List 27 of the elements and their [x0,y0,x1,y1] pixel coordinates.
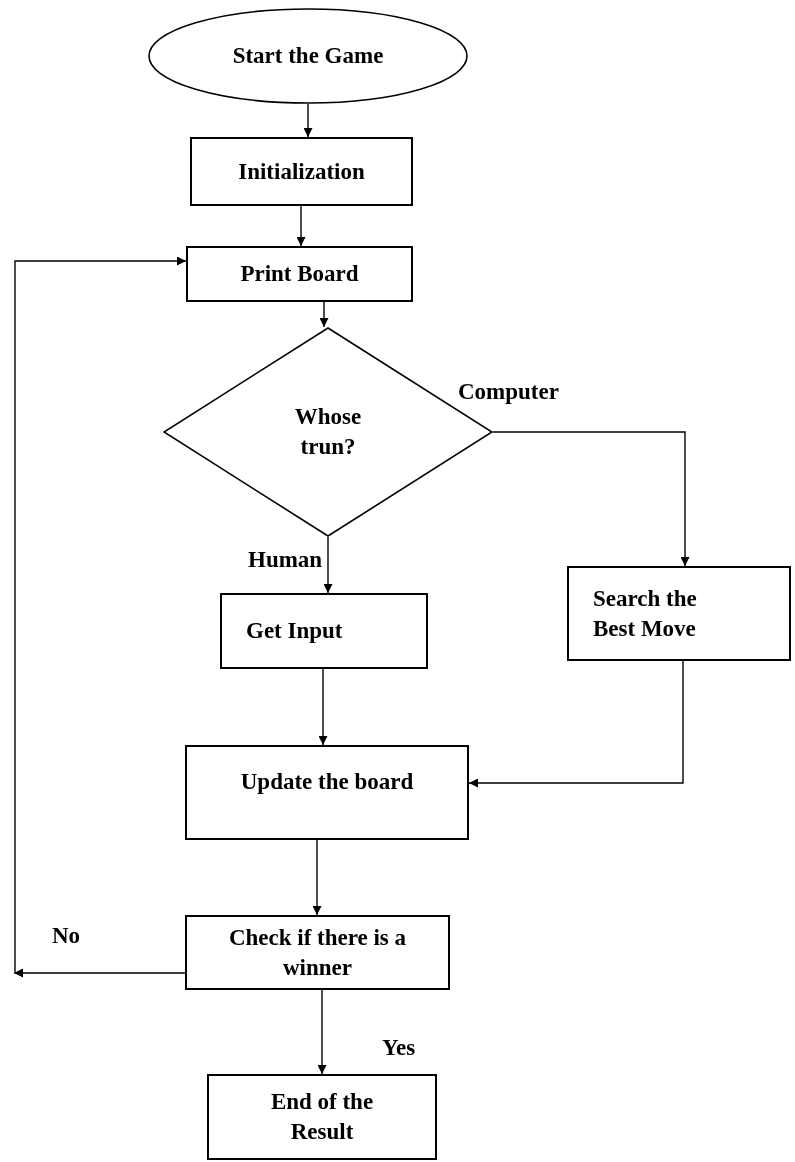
process-box [567,566,791,661]
node-label: End of the Result [269,1088,375,1146]
node-label: Whose trun? [293,403,363,461]
arrow [319,301,329,328]
arrow [317,989,327,1075]
arrow [312,839,322,916]
process-box [207,1074,437,1160]
arrow [14,256,187,974]
node-label: Get Input [246,617,343,646]
node-label: Start the Game [232,42,384,71]
process-box [220,593,428,669]
process-box [185,915,450,990]
process-box [185,745,469,840]
process-box [190,137,413,206]
arrow [318,668,328,746]
node-label: Print Board [240,260,359,289]
node-label: Update the board [240,768,414,796]
arrow [323,536,333,594]
node-label: Check if there is a winner [227,923,408,982]
arrow [303,103,313,138]
arrow [296,205,306,247]
start-ellipse [148,8,468,104]
process-box [186,246,413,302]
arrow [468,660,684,788]
arrow [492,431,690,567]
node-label: Search the Best Move [593,584,698,643]
node-label: Initialization [238,157,365,186]
